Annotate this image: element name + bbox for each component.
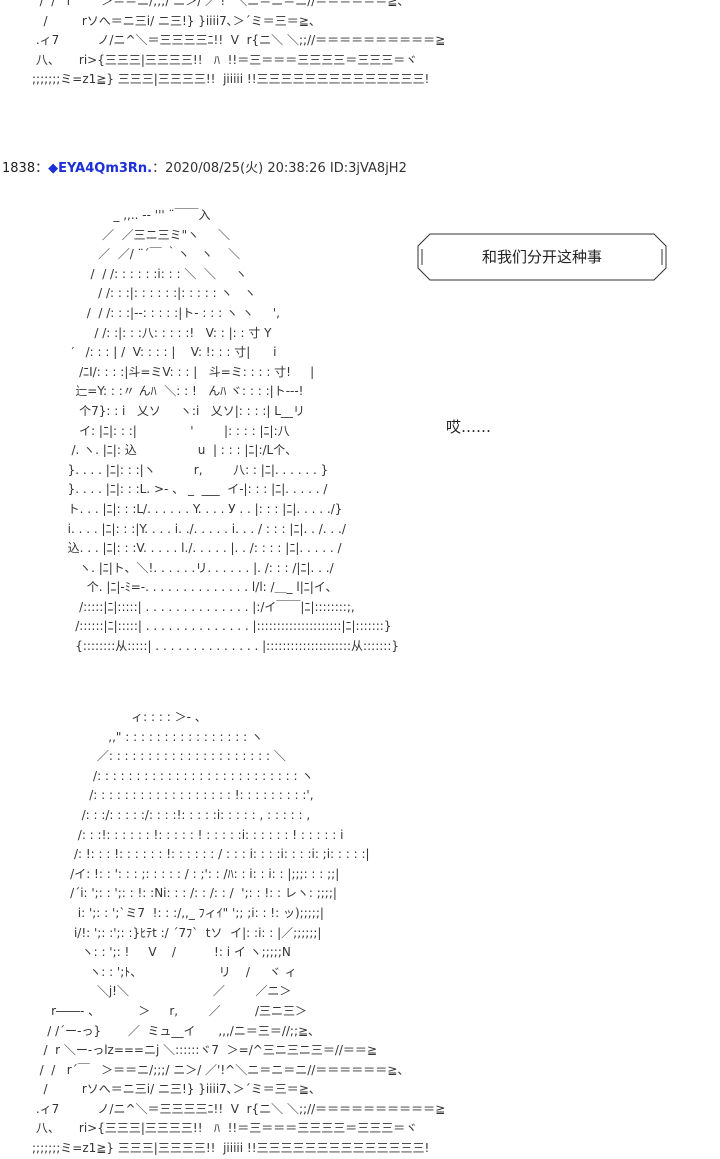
poster-trip[interactable]: ◆EYA4Qm3Rn. [48,161,153,176]
ascii-art-character: _ ,,.. -‐ ''' ¨￣￣入 ／ ／三ニ三ミ"ヽ ＼ ／ ／/ ¨´￣ … [67,208,399,654]
ascii-art-top: / / r´￣ ＞＝＝ニ/;;;/ ニ＞/ ／'!^＼ニ＝ニ＝ニ//＝＝＝＝＝＝… [32,0,446,87]
post-separator-2: ： [152,161,166,176]
speech-bubble-text: 和我们分开这种事 [481,248,602,266]
post-datetime: 2020/08/25(火) 20:38:26 [165,161,326,176]
speech-bubble: 和我们分开这种事 [416,232,668,282]
ascii-art-bottom: ィ: : : : ＞- 、 ,," : : : : : : : : : : : … [32,710,446,1156]
post-header: 1838：◆EYA4Qm3Rn.：2020/08/25(火) 20:38:26 … [2,160,407,178]
post-number: 1838 [2,161,36,176]
sigh-text: 哎…… [446,418,492,436]
post-separator: ： [35,161,49,176]
post-id[interactable]: ID:3jVA8jH2 [329,161,407,176]
speech-bubble-frame [417,233,667,281]
